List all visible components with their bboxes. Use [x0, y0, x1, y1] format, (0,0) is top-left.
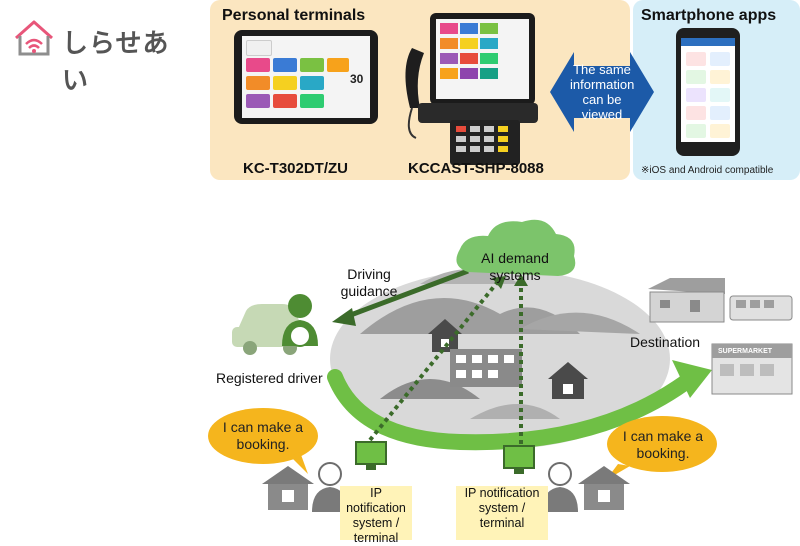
hill-lower2 — [470, 404, 560, 419]
tablet-tile — [300, 58, 324, 72]
booking-text-left: I can make a booking. — [222, 419, 304, 452]
house-wifi-logo-icon — [15, 20, 53, 56]
smartphone-screen — [681, 38, 735, 142]
house-icon — [548, 362, 588, 399]
monitor-icon — [355, 441, 387, 470]
route-arrow-head — [672, 360, 712, 398]
tablet-tile — [327, 58, 349, 72]
driving-guidance-label: Driving guidance — [340, 266, 398, 299]
app-tile — [710, 70, 730, 84]
app-tile — [710, 52, 730, 66]
house-icon — [262, 466, 314, 510]
compat-note: ※iOS and Android compatible — [641, 165, 774, 176]
speech-bubble-right — [607, 416, 717, 472]
ip-terminal-label-right: IP notification system / terminal — [456, 486, 548, 540]
logo: しらせあい — [12, 18, 192, 95]
desk-phone-illustration — [405, 13, 538, 165]
speech-bubble-left — [208, 408, 318, 464]
booking-text-right: I can make a booking. — [622, 428, 704, 461]
speech-bubble-tail — [290, 452, 308, 474]
app-tile — [710, 124, 730, 138]
tablet-tile — [246, 58, 270, 72]
destination-label: Destination — [630, 334, 701, 350]
app-tile — [710, 88, 730, 102]
model-phone-label: KCCAST-SHP-8088 — [408, 160, 544, 177]
tablet-tile — [273, 58, 297, 72]
bus-icon — [729, 295, 793, 321]
guidance-arrow-head — [332, 308, 356, 326]
dotted-link — [368, 277, 502, 442]
cloud-shape — [456, 219, 576, 276]
tablet-tile — [300, 94, 324, 108]
diagram-illustration — [208, 219, 793, 512]
tablet-date: 30 — [350, 72, 364, 86]
supermarket-sign: SUPERMARKET — [718, 348, 773, 355]
ip-terminal-label-left: IP notification system / terminal — [340, 486, 412, 545]
tablet-tile — [273, 94, 297, 108]
smartphone-device — [676, 28, 740, 156]
tablet-tile — [246, 40, 272, 56]
tablet-tile — [273, 76, 297, 90]
app-header-bar — [681, 38, 735, 46]
logo-text: しらせあい — [62, 28, 170, 95]
house-icon — [578, 466, 630, 510]
same-info-text: The same information can be viewed — [570, 62, 635, 122]
personal-terminals-title: Personal terminals — [222, 7, 366, 24]
monitor-icon — [503, 445, 535, 474]
elderly-woman-icon — [542, 462, 578, 512]
registered-driver-label: Registered driver — [216, 370, 323, 386]
route-arrow — [327, 369, 698, 451]
destination-house-icon — [648, 278, 725, 323]
model-tablet-label: KC-T302DT/ZU — [243, 160, 349, 177]
tablet-device: 30 — [234, 30, 378, 124]
ai-demand-label: AI demand systems — [481, 250, 549, 283]
supermarket-icon — [711, 343, 793, 395]
tablet-screen: 30 — [242, 36, 370, 118]
hill-left — [360, 298, 580, 334]
app-tile — [710, 106, 730, 120]
dotted-arrow-head — [492, 276, 506, 289]
elderly-man-icon — [312, 462, 348, 512]
tablet-tile — [246, 94, 270, 108]
apartment-building-icon — [450, 349, 522, 387]
smartphone-apps-title: Smartphone apps — [641, 7, 777, 24]
app-tile — [686, 106, 706, 120]
dotted-arrow-head — [514, 274, 528, 286]
app-tile — [686, 70, 706, 84]
hill-right — [520, 312, 640, 334]
app-tile — [686, 124, 706, 138]
desk-phone-device — [400, 8, 540, 168]
app-tile — [686, 52, 706, 66]
guidance-arrow — [347, 268, 469, 319]
tablet-tile — [246, 76, 270, 90]
app-tile — [686, 88, 706, 102]
driver-icon — [282, 294, 318, 347]
tablet-tile — [300, 76, 324, 90]
double-arrow-icon — [550, 52, 654, 132]
